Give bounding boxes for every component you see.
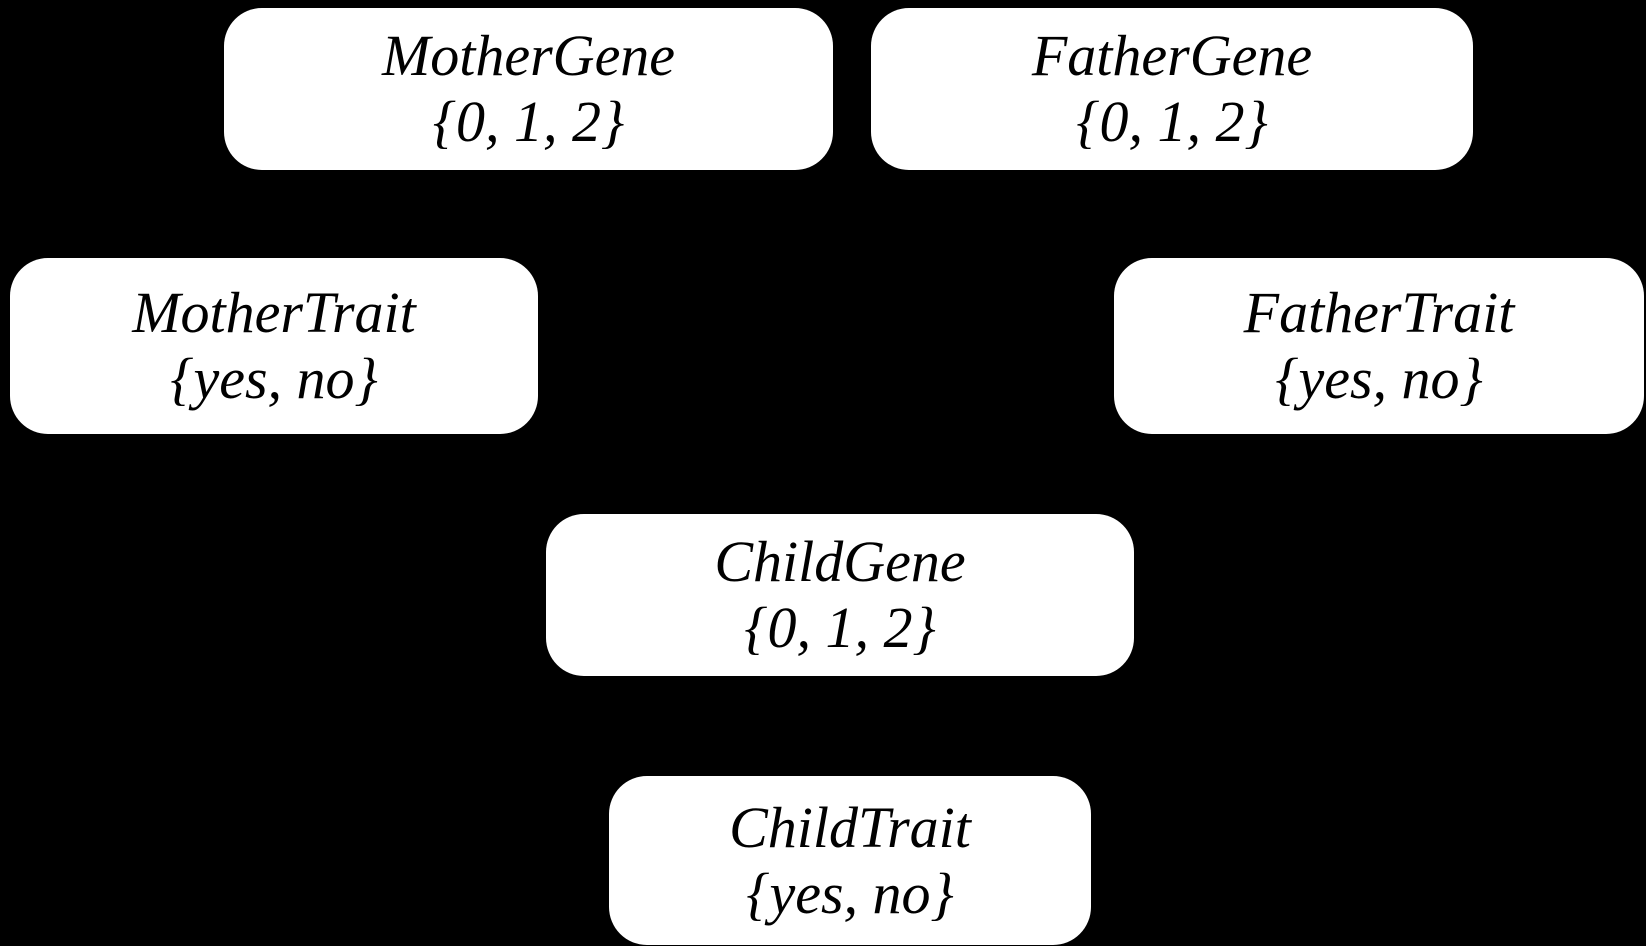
node-child-gene-values: {0, 1, 2} (744, 595, 936, 660)
node-mother-trait: MotherTrait {yes, no} (10, 258, 538, 434)
node-mother-trait-values: {yes, no} (170, 346, 378, 411)
node-child-gene-label: ChildGene (714, 529, 966, 595)
node-mother-gene-values: {0, 1, 2} (432, 89, 625, 154)
node-father-trait: FatherTrait {yes, no} (1114, 258, 1644, 434)
node-mother-gene-label: MotherGene (381, 23, 676, 89)
node-mother-trait-label: MotherTrait (132, 280, 416, 346)
node-father-gene-values: {0, 1, 2} (1076, 89, 1268, 154)
node-father-trait-values: {yes, no} (1275, 346, 1483, 411)
node-child-trait-label: ChildTrait (729, 794, 971, 860)
node-child-gene: ChildGene {0, 1, 2} (546, 514, 1134, 676)
node-father-gene-label: FatherGene (1031, 23, 1313, 89)
node-child-trait-values: {yes, no} (746, 860, 954, 926)
node-father-trait-label: FatherTrait (1243, 280, 1515, 346)
node-mother-gene: MotherGene {0, 1, 2} (224, 8, 833, 170)
node-father-gene: FatherGene {0, 1, 2} (871, 8, 1473, 170)
node-child-trait: ChildTrait {yes, no} (609, 776, 1091, 945)
